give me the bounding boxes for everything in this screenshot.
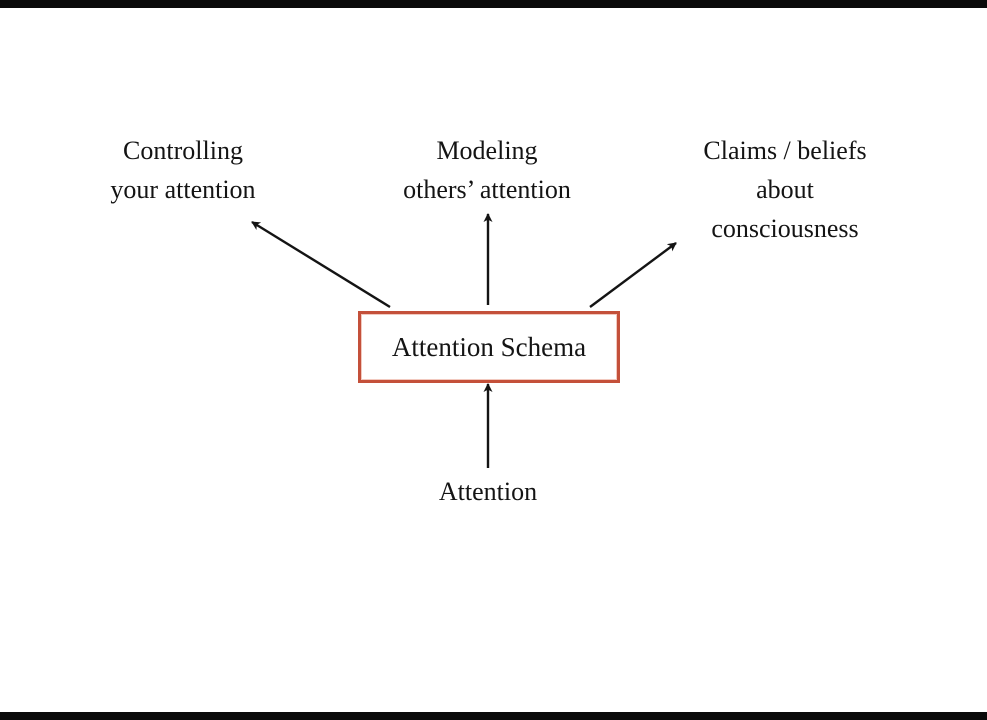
arrow-to-claims-beliefs — [589, 242, 677, 308]
node-attention: Attention — [438, 477, 538, 506]
node-claims-beliefs-about-consciousness: Claims / beliefs about consciousness — [703, 136, 867, 243]
node-controlling-your-attention: Controlling your attention — [110, 136, 256, 204]
top-edge-bar — [0, 0, 987, 8]
arrow-to-controlling-your-attention — [251, 220, 391, 309]
bottom-edge-bar — [0, 712, 987, 720]
attention-schema-box: Attention Schema — [358, 311, 620, 383]
attention-schema-label: Attention Schema — [391, 331, 587, 362]
node-modeling-others-attention: Modeling others’ attention — [403, 136, 571, 204]
